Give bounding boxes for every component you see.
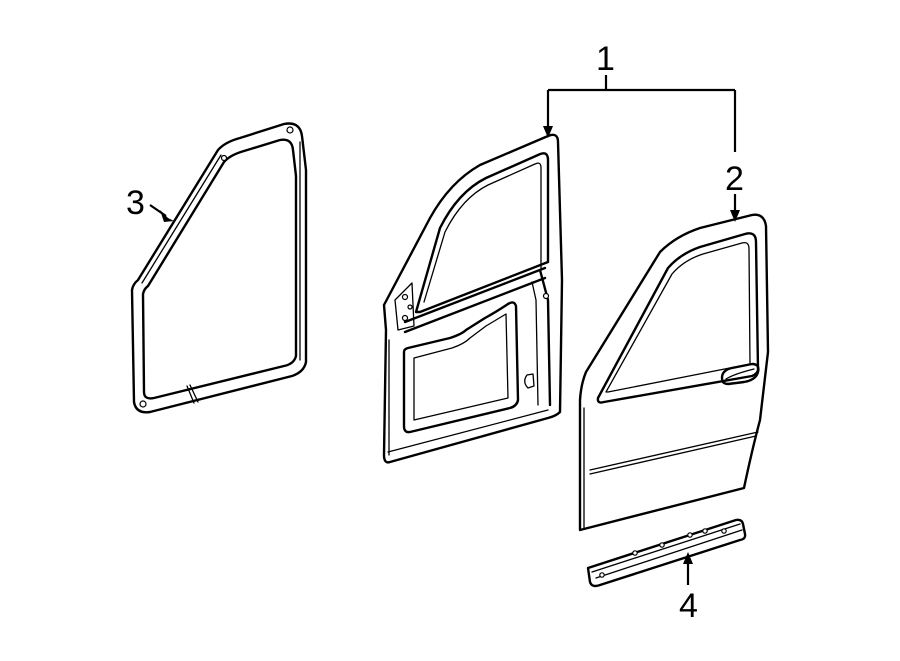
leader-1 xyxy=(546,75,737,152)
sill-plate[interactable] xyxy=(586,518,747,588)
arrowhead-2 xyxy=(730,210,740,222)
callout-leaders xyxy=(149,75,740,585)
arrowhead-3 xyxy=(160,210,174,222)
callout-1: 1 xyxy=(596,40,615,78)
callout-2: 2 xyxy=(725,160,744,198)
outer-door-panel[interactable] xyxy=(578,213,770,532)
arrowhead-1 xyxy=(543,126,553,138)
weatherstrip-seal[interactable] xyxy=(130,122,308,414)
door-shell[interactable] xyxy=(382,133,564,464)
arrowhead-4 xyxy=(683,552,693,564)
callout-4: 4 xyxy=(679,587,698,625)
callout-3: 3 xyxy=(126,184,145,222)
